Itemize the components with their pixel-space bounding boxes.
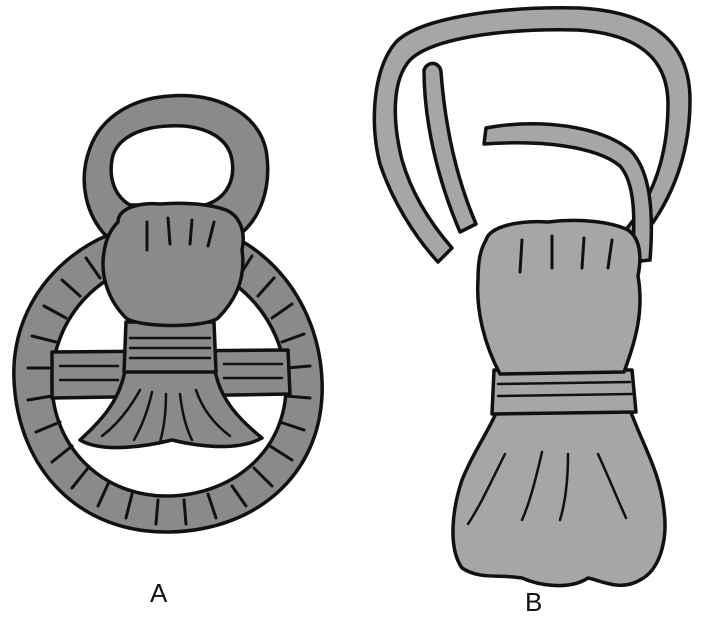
panel-a-drawing: [14, 95, 322, 532]
panel-b-fist: [478, 220, 640, 374]
panel-b-wrist: [492, 370, 636, 414]
panel-a-label: A: [150, 580, 167, 606]
panel-b-drawing: [374, 8, 690, 586]
panel-b-label: B: [525, 589, 542, 615]
panel-b-cord-knot: [424, 63, 476, 232]
panel-a-fist: [103, 203, 243, 325]
